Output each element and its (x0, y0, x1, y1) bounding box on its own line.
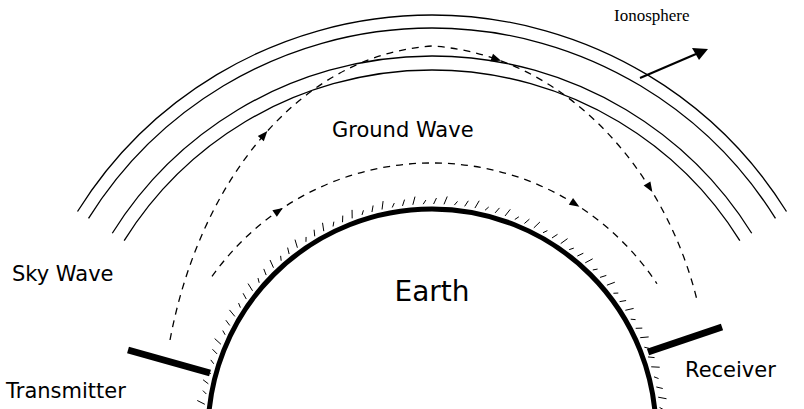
earth-hatch (372, 205, 373, 212)
earth-hatch (288, 248, 290, 254)
earth-hatch (561, 239, 568, 244)
earth-hatch (392, 203, 394, 207)
earth-hatch (465, 201, 469, 207)
earth-label: Earth (204, 275, 660, 308)
earth-hatch (434, 198, 437, 204)
earth-hatch (593, 269, 598, 271)
earth-hatch (423, 200, 426, 204)
earth-hatch (636, 328, 643, 329)
earth-hatch (505, 209, 510, 216)
earth-hatch (314, 230, 316, 237)
layer-name: Ionosphere (612, 6, 692, 26)
earth-hatch (656, 387, 662, 389)
earth-hatch (515, 217, 519, 220)
earth-hatch (654, 377, 659, 379)
earth-hatch (239, 303, 241, 308)
earth-hatch (648, 356, 655, 358)
earth-hatch (264, 269, 266, 275)
earth-hatch (342, 216, 343, 223)
earth-hatch (613, 293, 618, 294)
earth-hatch (243, 293, 246, 299)
earth-hatch (270, 260, 273, 268)
earth-hatch (295, 240, 297, 248)
earth-circle (208, 209, 656, 409)
earth-hatch (215, 339, 221, 345)
earth-hatch (203, 380, 208, 384)
earth-hatch (382, 201, 383, 209)
earth-hatch (658, 397, 666, 399)
earth-hatch (625, 308, 633, 310)
earth-hatch (607, 282, 615, 285)
earth-hatch (543, 231, 547, 233)
earth-hatch (226, 320, 230, 325)
earth-hatch (403, 200, 405, 206)
earth-hatch (569, 248, 574, 250)
earth-hatch (223, 331, 225, 335)
earth-hatch (203, 391, 206, 394)
earth-hatch (229, 310, 234, 317)
wave-arrowheads (258, 54, 656, 217)
earth-hatch (258, 278, 259, 283)
station-name: Transmitter (4, 379, 128, 404)
earth-hatch (444, 196, 447, 204)
earth-shape: Earth (204, 205, 660, 409)
sky-wave-path (170, 46, 697, 340)
earth-hatch (352, 210, 353, 218)
ionosphere-leader-head (692, 48, 708, 60)
earth-hatch (495, 208, 499, 213)
wave-arrowhead (569, 198, 582, 210)
earth-hatch (454, 201, 457, 205)
earth-hatch (248, 284, 252, 291)
transmitter-antenna (128, 350, 210, 373)
earth-hatch (475, 201, 479, 208)
earth-hatch (534, 222, 540, 228)
wave-name: Sky Wave (10, 262, 115, 287)
wave-arrowhead (258, 128, 271, 141)
earth-hatch (631, 319, 636, 320)
wave-arrowhead (272, 205, 285, 217)
station-name: Receiver (683, 358, 778, 383)
earth-hatch (577, 253, 583, 256)
earth-hatch (620, 301, 627, 302)
wave-arrowhead (644, 181, 656, 194)
earth-hatch (333, 222, 335, 227)
earth-hatch (211, 360, 214, 364)
earth-hatch (640, 336, 648, 338)
earth-hatch (651, 366, 659, 367)
earth-hatch (644, 347, 649, 348)
earth-hatch (212, 349, 217, 354)
earth-hatch (600, 275, 606, 277)
earth-hatch (660, 407, 664, 409)
earth-hatch (552, 234, 558, 238)
earth-hatch (524, 219, 529, 223)
earth-hatch (413, 197, 415, 205)
earth-hatch (362, 210, 363, 215)
receiver-antenna (648, 327, 722, 352)
earth-hatch (280, 256, 282, 261)
earth-hatch (197, 400, 205, 404)
earth-hatch (585, 259, 592, 263)
ionosphere-leader (640, 54, 696, 78)
earth-hatch (485, 207, 489, 210)
wave-name: Ground Wave (330, 118, 476, 143)
earth-hatch (323, 223, 324, 231)
wave-arrowhead (490, 54, 502, 65)
earth-hatch (305, 237, 306, 242)
